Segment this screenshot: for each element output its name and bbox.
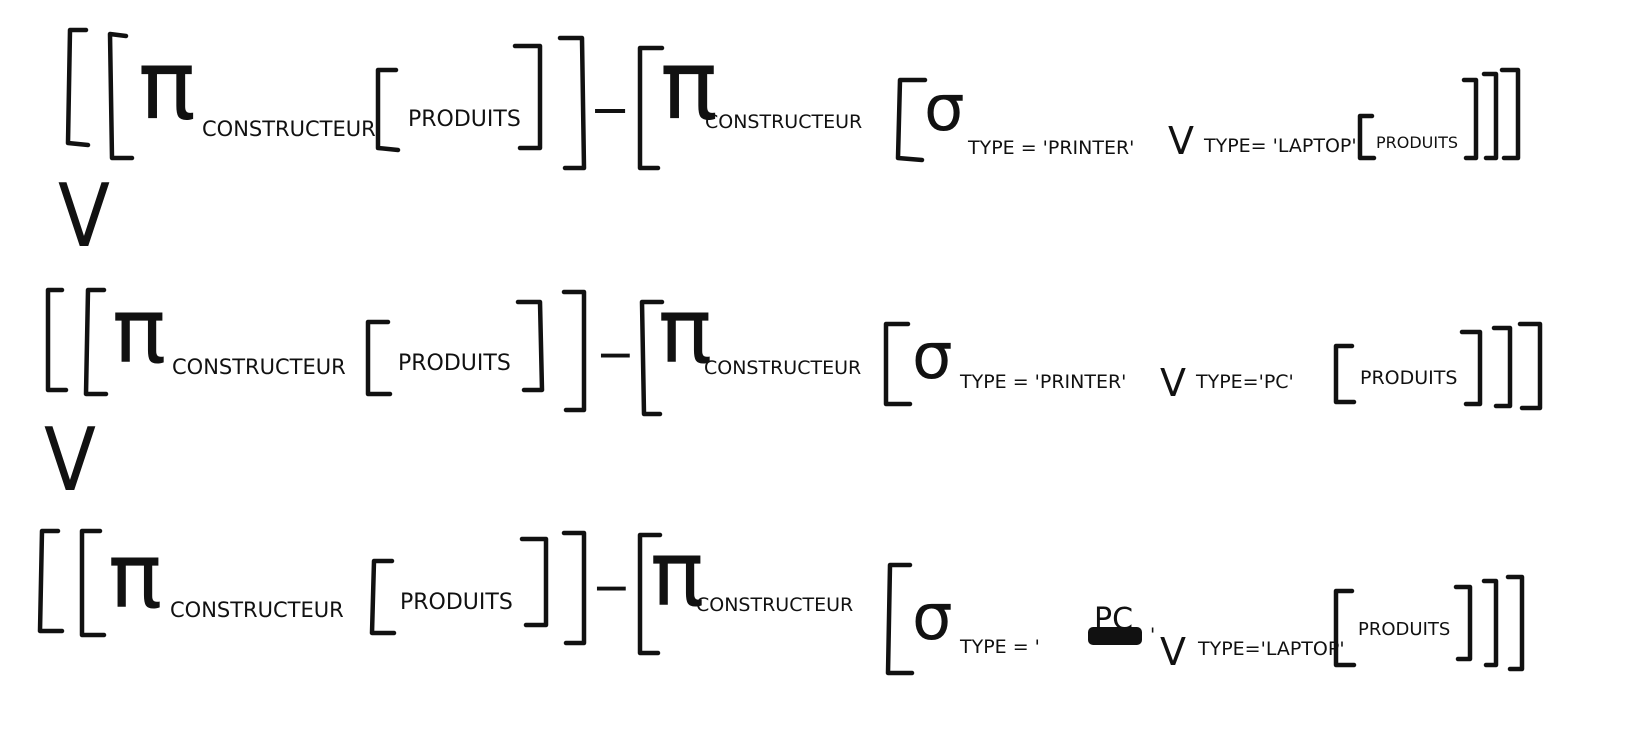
selection-condition-value: PC: [1094, 602, 1133, 637]
close-bracket: [1461, 77, 1479, 161]
open-bracket: [83, 287, 109, 397]
close-bracket: [1491, 325, 1513, 409]
open-bracket: [45, 287, 69, 393]
expression-line-1: π CONSTRUCTEUR PRODUITS − π CONSTRUCTEUR…: [0, 8, 1638, 178]
close-bracket: [561, 530, 587, 646]
close-bracket: [1505, 574, 1525, 672]
projection-attribute: CONSTRUCTEUR: [704, 357, 861, 379]
open-bracket: [1333, 343, 1357, 405]
open-bracket: [65, 27, 91, 148]
selection-condition-right: TYPE='LAPTOP': [1197, 638, 1345, 660]
sigma-symbol: σ: [912, 581, 953, 655]
selection-condition-right: TYPE= 'LAPTOP': [1203, 135, 1357, 157]
minus-sign: −: [596, 327, 635, 381]
open-bracket: [365, 319, 393, 397]
pi-symbol: π: [658, 279, 712, 384]
relation-name: PRODUITS: [1360, 367, 1457, 389]
minus-sign: −: [592, 560, 631, 614]
projection-attribute: CONSTRUCTEUR: [696, 594, 853, 616]
open-bracket: [79, 528, 107, 638]
pi-symbol: π: [650, 522, 704, 627]
open-bracket: [637, 45, 665, 171]
close-bracket: [1453, 584, 1473, 662]
close-bracket: [1517, 321, 1543, 411]
union-symbol: V: [44, 408, 96, 511]
or-symbol: V: [1168, 119, 1194, 163]
relation-name: PRODUITS: [1376, 133, 1458, 152]
selection-condition-right: TYPE='PC': [1195, 371, 1294, 393]
pi-symbol: π: [108, 524, 162, 629]
open-bracket: [885, 562, 915, 676]
selection-condition-left: TYPE = 'PRINTER': [959, 371, 1126, 393]
minus-sign: −: [590, 82, 630, 138]
open-bracket: [107, 31, 135, 161]
pi-symbol: π: [660, 29, 718, 141]
close-bracket: [519, 536, 549, 628]
relation-name: PRODUITS: [408, 107, 521, 132]
close-bracket: [561, 289, 587, 413]
close-bracket: [1499, 67, 1521, 161]
open-bracket: [637, 532, 663, 656]
pi-symbol: π: [112, 279, 166, 384]
selection-condition-left: TYPE = 'PRINTER': [967, 137, 1134, 159]
open-bracket: [1333, 588, 1357, 668]
or-symbol: V: [1160, 630, 1186, 674]
expression-line-3: π CONSTRUCTEUR PRODUITS − π CONSTRUCTEUR…: [0, 505, 1638, 676]
open-bracket: [895, 77, 928, 163]
union-symbol: V: [58, 164, 110, 267]
close-bracket: [1481, 71, 1499, 161]
sigma-symbol: σ: [924, 72, 965, 146]
open-bracket: [639, 299, 665, 417]
open-bracket: [883, 321, 913, 407]
quote-mark: ': [1150, 624, 1155, 646]
crossed-out-text: [1088, 627, 1142, 645]
open-bracket: [37, 528, 65, 634]
relation-name: PRODUITS: [398, 351, 511, 376]
expression-3-canvas: π CONSTRUCTEUR PRODUITS − π CONSTRUCTEUR…: [37, 522, 1525, 676]
open-bracket: [1357, 113, 1377, 161]
sigma-symbol: σ: [912, 320, 953, 394]
projection-attribute: CONSTRUCTEUR: [202, 117, 376, 141]
projection-attribute: CONSTRUCTEUR: [705, 111, 862, 133]
open-bracket: [375, 67, 401, 153]
close-bracket: [1459, 329, 1483, 407]
pi-symbol: π: [138, 29, 196, 141]
or-symbol: V: [1160, 361, 1186, 405]
close-bracket: [512, 43, 543, 151]
open-bracket: [369, 558, 397, 636]
relation-name: PRODUITS: [1358, 619, 1450, 640]
relation-name: PRODUITS: [400, 590, 513, 615]
close-bracket: [1481, 578, 1499, 668]
projection-attribute: CONSTRUCTEUR: [170, 598, 344, 622]
selection-condition-left: TYPE = ': [959, 636, 1040, 658]
close-bracket: [557, 35, 587, 171]
close-bracket: [515, 299, 545, 393]
expression-1-canvas: π CONSTRUCTEUR PRODUITS − π CONSTRUCTEUR…: [65, 27, 1521, 171]
expression-2-canvas: π CONSTRUCTEUR PRODUITS − π CONSTRUCTEUR…: [45, 279, 1543, 417]
expression-line-2: π CONSTRUCTEUR PRODUITS − π CONSTRUCTEUR…: [0, 262, 1638, 432]
projection-attribute: CONSTRUCTEUR: [172, 355, 346, 379]
